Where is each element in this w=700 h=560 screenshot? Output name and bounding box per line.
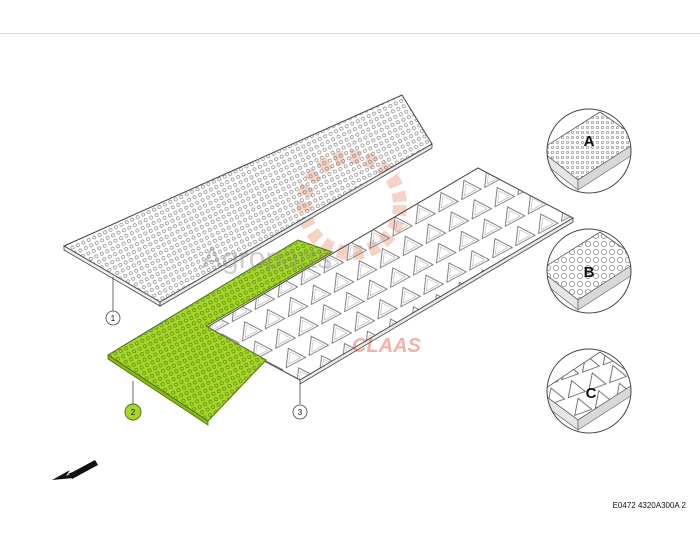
top-divider — [0, 33, 700, 34]
svg-text:CLAAS: CLAAS — [352, 335, 422, 357]
svg-text:C: C — [586, 385, 597, 402]
svg-text:Agroparts: Agroparts — [202, 242, 332, 275]
part-3-plate — [202, 167, 575, 385]
watermark-text: Agroparts CLAAS — [202, 242, 422, 357]
svg-text:A: A — [584, 133, 595, 150]
detail-b-magnifier: B — [546, 228, 632, 314]
detail-a-magnifier: A — [546, 108, 632, 194]
part-2-plate-highlighted — [107, 239, 334, 426]
svg-text:2: 2 — [131, 408, 136, 417]
svg-text:3: 3 — [298, 408, 303, 417]
svg-text:B: B — [584, 264, 595, 281]
direction-arrow-icon — [52, 460, 98, 480]
svg-text:1: 1 — [111, 314, 116, 323]
document-code: E0472 4320A300A 2 — [612, 501, 686, 510]
part-1-plate — [62, 94, 433, 307]
callout-3: 3 — [292, 404, 308, 420]
callout-1: 1 — [105, 310, 121, 326]
detail-c-magnifier: C — [546, 348, 632, 434]
callout-2: 2 — [124, 403, 142, 421]
leader-lines — [112, 277, 301, 405]
